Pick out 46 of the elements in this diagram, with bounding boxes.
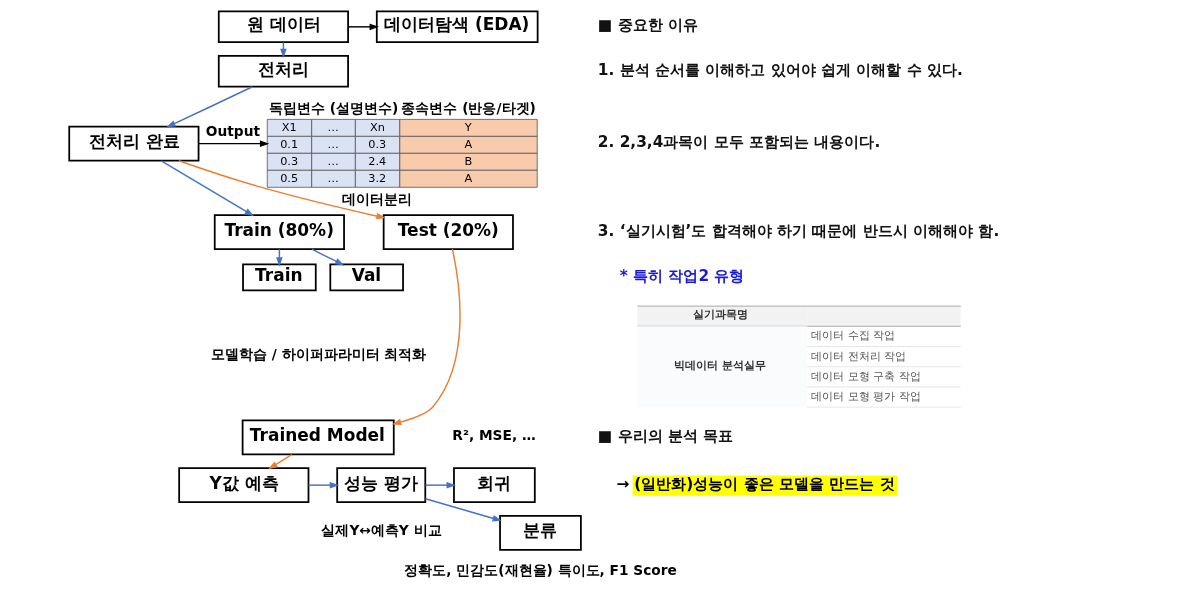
arrow [160,160,254,217]
node-label: 정확도, 민감도(재현율) 특이도, F1 Score [403,561,677,578]
arrow [424,498,502,522]
label: ■ 중요한 이유 [597,16,698,35]
label: 모델학습 / 하이퍼파라미터 최적화 [210,345,426,362]
arrow [391,248,461,426]
edge-label: Output [205,123,260,140]
node-box: Y값 예측 [177,467,309,503]
label: (일반화)성능이 좋은 모델을 만드는 것 [633,474,895,493]
arrow [267,453,293,470]
label: 2. 2,3,4과목이 모두 포함되는 내용이다. [597,133,880,152]
label: * 특히 작업2 유형 [619,266,744,285]
label: 실기과목명 [692,308,748,322]
node-box: 회귀 [452,467,536,503]
arrow [165,86,253,128]
label: 데이터 수집 작업 [810,329,895,343]
node-box: 데이터탐색 (EDA) [375,10,538,44]
node-box: 원 데이터 [217,10,349,44]
node-box: 분류 [498,514,582,551]
node-box: 성능 평가 [335,467,426,503]
node-label: R², MSE, … [451,426,536,443]
node-box: Train [241,263,317,292]
arrow [424,481,456,489]
edge-label: 데이터분리 [341,190,412,207]
label: 데이터 모형 평가 작업 [810,390,921,404]
label: 데이터 모형 구축 작업 [810,369,921,383]
node-label: 종속변수 (반응/타겟) [400,99,536,116]
label: 3. ‘실기시험’도 합격해야 하기 때문에 반드시 이해해야 함. [597,221,999,240]
node-box: Val [328,263,404,292]
label: ■ 우리의 분석 목표 [597,426,733,445]
label: 빅데이터 분석실무 [673,358,766,372]
node-label: 독립변수 (설명변수) [268,99,398,116]
arrow [310,248,344,266]
node-box: Test (20%) [382,214,514,250]
label: 1. 분석 순서를 이해하고 있어야 쉽게 이해할 수 있다. [597,60,963,79]
node-box: 전처리 [217,55,349,88]
arrow [307,481,339,489]
node-box: 전처리 완료 [67,125,199,162]
arrow [197,140,269,147]
node-box: Train (80%) [213,214,345,250]
node-label: 실제Y↔예측Y 비교 [320,522,442,539]
arrow [177,159,386,220]
arrow [347,23,379,31]
label: 데이터 전처리 작업 [810,349,906,363]
node-box: Trained Model [241,419,395,456]
label: → [615,474,629,493]
